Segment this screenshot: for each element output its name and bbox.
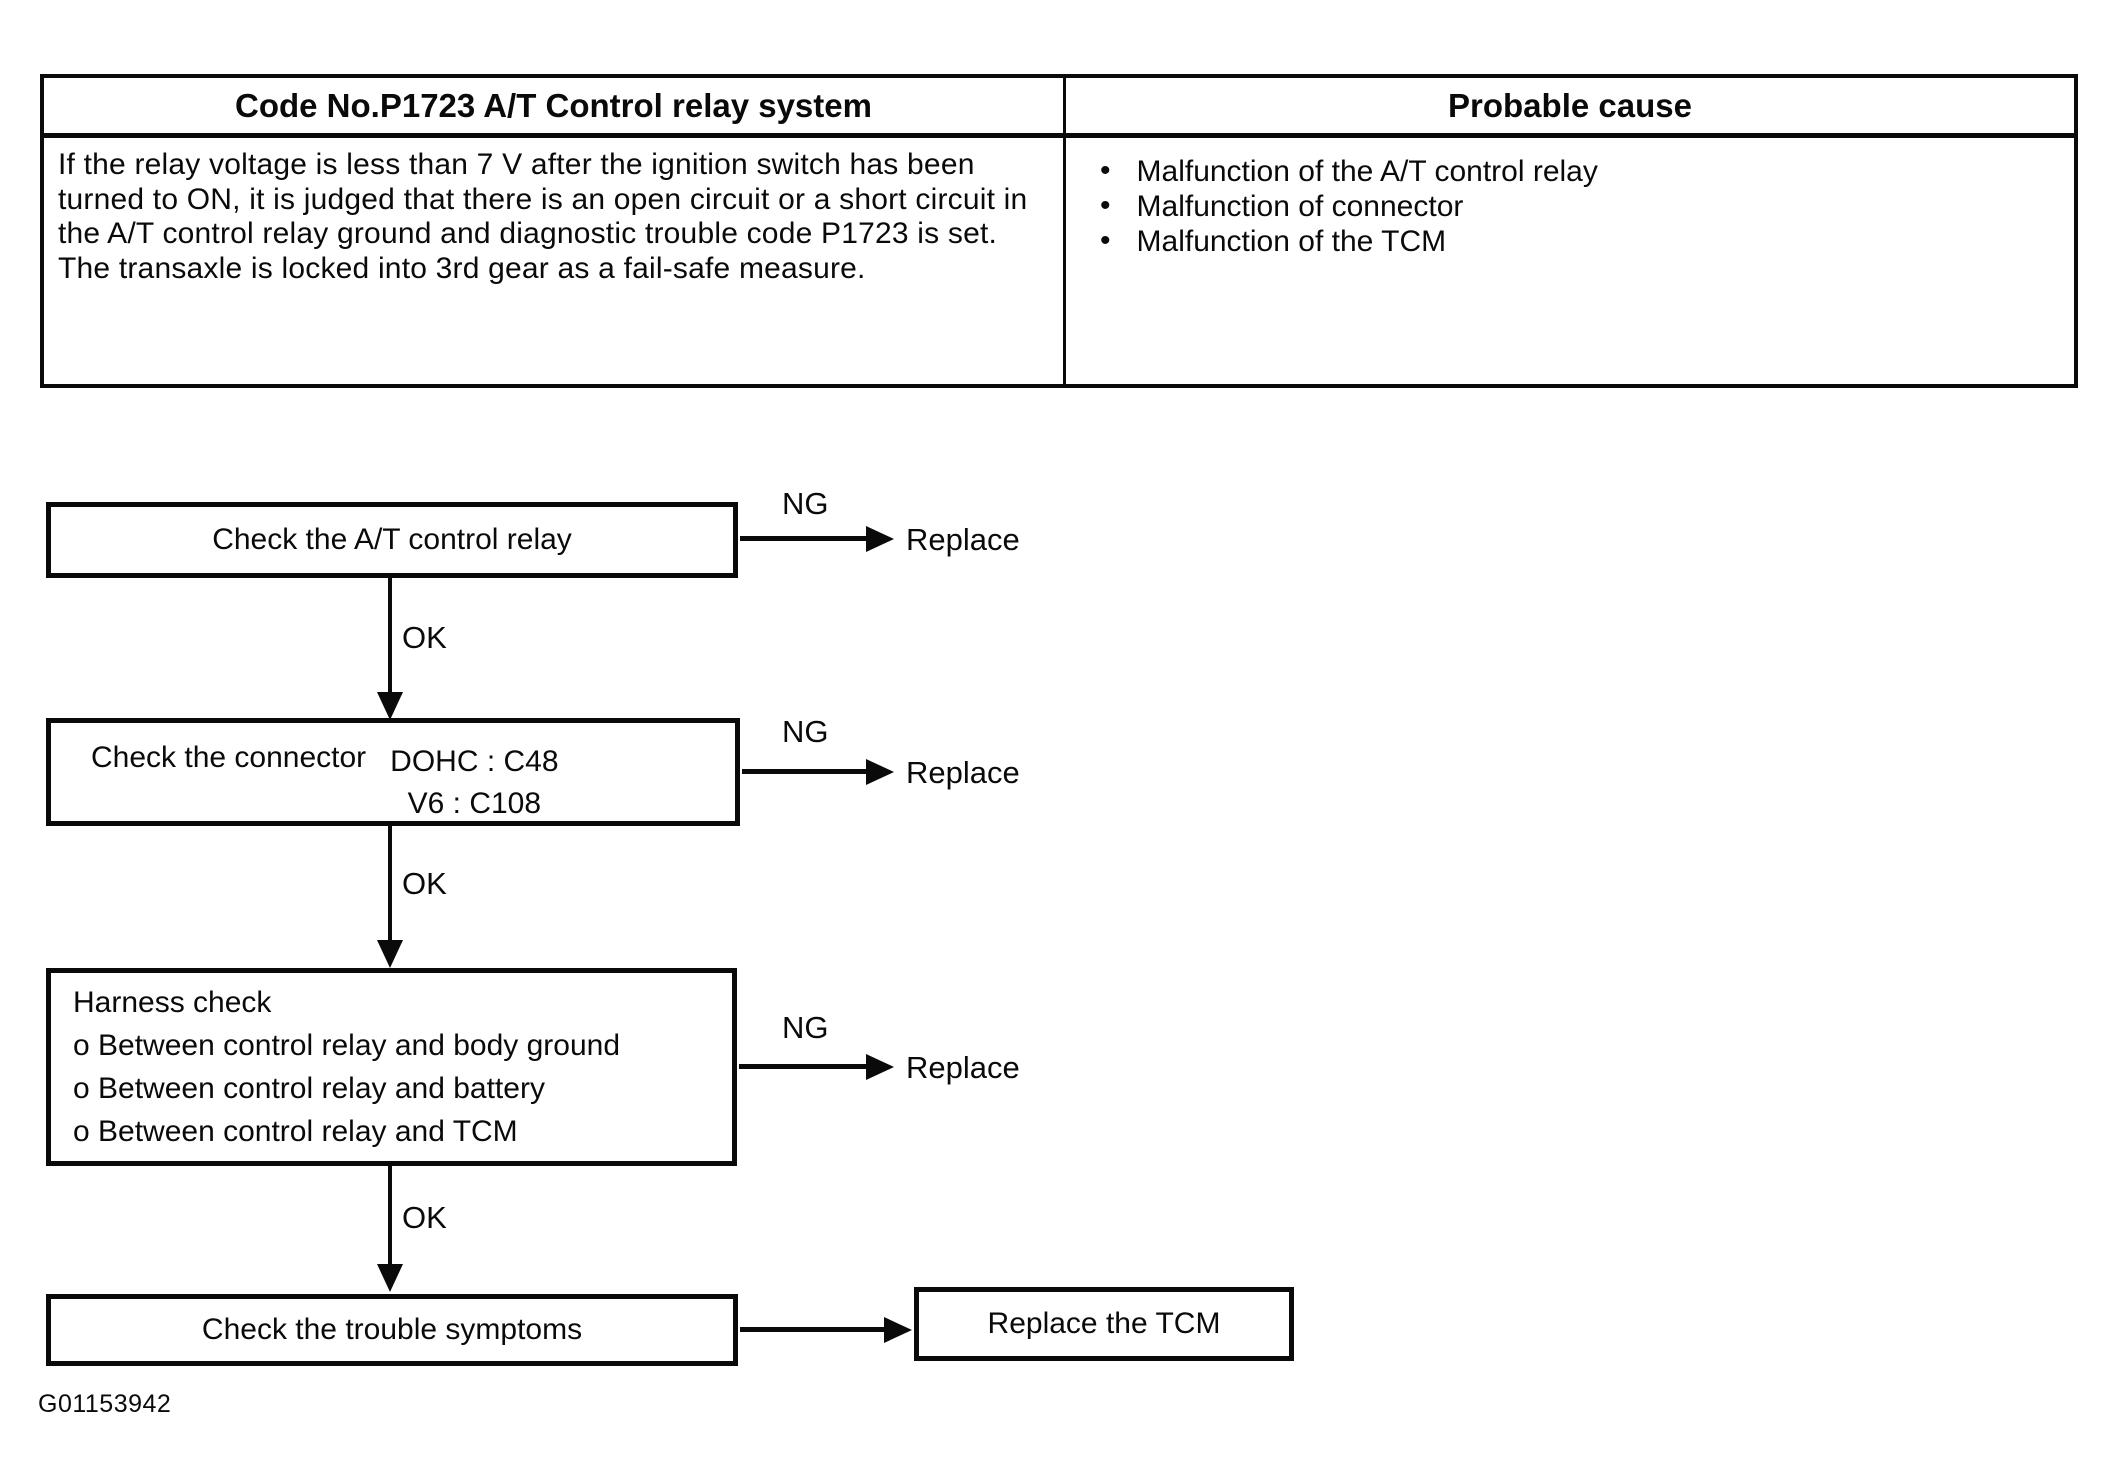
result-arrowhead (884, 1317, 912, 1343)
ok-arrow-1 (388, 576, 392, 694)
probable-cause-item: Malfunction of the TCM (1100, 224, 2074, 259)
probable-cause-item: Malfunction of connector (1100, 189, 2074, 224)
ok-arrowhead-1 (377, 692, 403, 720)
fault-description: If the relay voltage is less than 7 V af… (58, 148, 1028, 285)
probable-cause-cell: Malfunction of the A/T control relay Mal… (1066, 138, 2074, 384)
replace-label-1: Replace (906, 522, 1020, 557)
ng-arrow-3 (739, 1064, 868, 1069)
replace-label-3: Replace (906, 1050, 1020, 1085)
table-header-code: Code No.P1723 A/T Control relay system (44, 78, 1066, 133)
step-check-connector-label: Check the connector (91, 741, 367, 774)
step-trouble-symptoms-box: Check the trouble symptoms (46, 1294, 738, 1366)
diagnostic-table: Code No.P1723 A/T Control relay system P… (40, 74, 2078, 388)
result-replace-tcm-label: Replace the TCM (987, 1307, 1221, 1340)
ok-label-1: OK (402, 620, 447, 655)
result-arrow (740, 1327, 886, 1332)
step-harness-check-box: Harness check o Between control relay an… (46, 968, 737, 1166)
replace-label-2: Replace (906, 755, 1020, 790)
harness-check-item: o Between control relay and body ground (73, 1029, 621, 1062)
ng-arrow-1 (740, 536, 868, 541)
connector-values: DOHC : C48 V6 : C108 (390, 741, 558, 825)
ng-label-3: NG (782, 1010, 829, 1045)
ng-label-2: NG (782, 714, 829, 749)
harness-check-item: o Between control relay and battery (73, 1072, 545, 1105)
ok-label-3: OK (402, 1200, 447, 1235)
step-check-connector-box: Check the connector DOHC : C48 V6 : C108 (46, 718, 740, 826)
probable-cause-list: Malfunction of the A/T control relay Mal… (1066, 138, 2074, 259)
connector-dohc-value: DOHC : C48 (390, 745, 559, 778)
figure-id: G01153942 (38, 1390, 172, 1418)
fault-description-cell: If the relay voltage is less than 7 V af… (44, 138, 1066, 384)
ng-arrowhead-2 (866, 759, 894, 785)
probable-cause-item: Malfunction of the A/T control relay (1100, 154, 2074, 189)
ok-arrow-2 (388, 826, 392, 942)
ok-arrowhead-2 (377, 940, 403, 968)
step-trouble-symptoms-label: Check the trouble symptoms (201, 1313, 583, 1346)
harness-check-title: Harness check (73, 986, 272, 1019)
harness-check-item: o Between control relay and TCM (73, 1115, 518, 1148)
ok-arrow-3 (388, 1166, 392, 1266)
table-body-row: If the relay voltage is less than 7 V af… (44, 138, 2074, 384)
step-check-relay-box: Check the A/T control relay (46, 502, 738, 578)
connector-v6-value: V6 : C108 (407, 787, 542, 820)
ok-label-2: OK (402, 866, 447, 901)
table-header-row: Code No.P1723 A/T Control relay system P… (44, 78, 2074, 138)
table-header-probable-cause: Probable cause (1448, 86, 1692, 124)
ng-arrowhead-1 (866, 526, 894, 552)
result-replace-tcm-box: Replace the TCM (914, 1287, 1294, 1361)
ng-label-1: NG (782, 486, 829, 521)
ok-arrowhead-3 (377, 1264, 403, 1292)
step-check-relay-label: Check the A/T control relay (212, 523, 572, 556)
ng-arrowhead-3 (866, 1054, 894, 1080)
ng-arrow-2 (742, 769, 868, 774)
